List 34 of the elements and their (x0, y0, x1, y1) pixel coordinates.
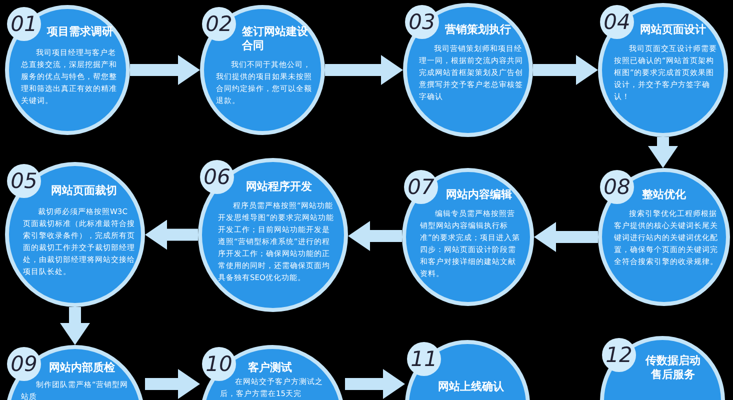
step-title: 网站页面设计 (640, 23, 707, 37)
step-title: 项目需求调研 (47, 25, 114, 39)
number-badge: 04 (600, 5, 634, 39)
step-title: 网站内部质检 (49, 361, 116, 375)
step-title: 传数据启动售后服务 (644, 354, 702, 382)
number-badge: 08 (600, 170, 634, 204)
number-badge: 02 (202, 7, 236, 41)
arrow (145, 220, 198, 250)
arrow (130, 55, 200, 85)
arrow (145, 369, 200, 399)
arrow (348, 221, 402, 251)
arrow (60, 307, 90, 345)
step-title: 网站内容编辑 (446, 188, 513, 202)
step-title: 整站优化 (642, 188, 687, 202)
arrow (533, 55, 598, 85)
number-badge: 07 (404, 170, 438, 204)
number-badge: 05 (7, 164, 41, 198)
number-badge: 11 (407, 342, 441, 376)
step-title: 签订网站建设合同 (242, 25, 309, 53)
number-badge: 09 (7, 347, 41, 381)
step-title: 营销策划执行 (445, 23, 512, 37)
step-title: 客户测试 (248, 361, 293, 375)
step-title: 网站程序开发 (246, 180, 313, 194)
number-badge: 12 (602, 338, 636, 372)
step-title: 网站上线确认 (437, 380, 505, 394)
number-badge: 06 (200, 160, 234, 194)
arrow (534, 222, 598, 252)
number-badge: 10 (202, 347, 236, 381)
step-title: 网站页面裁切 (51, 184, 118, 198)
arrow (648, 137, 678, 168)
arrow (325, 55, 403, 85)
number-badge: 03 (405, 5, 439, 39)
number-badge: 01 (7, 7, 41, 41)
arrow (345, 369, 405, 399)
